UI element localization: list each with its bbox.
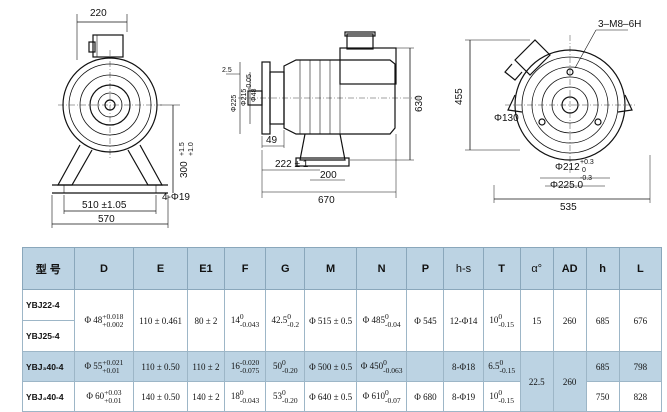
- side-view: [226, 31, 420, 198]
- cell-alpha: 22.5: [519, 351, 554, 412]
- header-n: N: [355, 247, 408, 290]
- cell-hs: 8-Φ18: [443, 351, 484, 382]
- dim-thread: 3–M8–6H: [598, 19, 641, 30]
- cell-m: Φ 500 ± 0.5: [304, 351, 357, 382]
- table-row: YBJ₄40-4 Φ 60+0.03+0.01 140 ± 0.50 140 ±…: [22, 381, 663, 412]
- dim-d215: Φ215: [241, 89, 248, 106]
- dim-small: 2.5: [222, 67, 232, 74]
- front-view: [51, 14, 180, 228]
- dim-d225-side: Φ225: [231, 95, 238, 112]
- cell-l: 676: [618, 289, 663, 352]
- cell-ad: 260: [552, 351, 587, 412]
- cell-model: YBJ₄40-4: [22, 381, 75, 412]
- cell-m: Φ 640 ± 0.5: [304, 381, 357, 412]
- rear-view: [465, 29, 651, 203]
- dim-510: 510 ±1.05: [82, 200, 127, 211]
- dim-670: 670: [318, 195, 335, 206]
- cell-e1: 140 ± 2: [186, 381, 225, 412]
- dim-570: 570: [98, 214, 115, 225]
- table-header-row: 型 号 D E E1 F G M N P h-s T α° AD h L: [22, 247, 663, 290]
- cell-l: 828: [618, 381, 663, 412]
- dim-d212: Φ212: [555, 162, 580, 173]
- dim-300-tol-upper: +1.5: [179, 142, 186, 156]
- dim-d215-tol: -0.05: [246, 74, 253, 90]
- dim-200: 200: [320, 170, 337, 181]
- cell-e1: 80 ± 2: [186, 289, 225, 352]
- cell-e: 110 ± 0.50: [133, 351, 188, 382]
- cell-h: 750: [585, 381, 620, 412]
- cell-p: Φ 680: [406, 381, 445, 412]
- header-e: E: [133, 247, 188, 290]
- header-model: 型 号: [22, 247, 75, 290]
- header-p: P: [406, 247, 445, 290]
- header-h: h: [585, 247, 620, 290]
- cell-f: 16-0.020-0.075: [223, 351, 267, 382]
- cell-m: Φ 515 ± 0.5: [304, 289, 357, 352]
- header-g: G: [265, 247, 306, 290]
- cell-l: 798: [618, 351, 663, 382]
- dim-d212-tol-lower: 0: [582, 167, 586, 174]
- dim-300: 300: [179, 161, 190, 178]
- dim-d48: Φ48: [251, 89, 258, 102]
- cell-hs: 12-Φ14: [443, 289, 484, 352]
- table-row: YBJ25-4: [22, 320, 662, 352]
- header-f: F: [223, 247, 267, 290]
- dim-222: 222 ± 1: [275, 159, 309, 170]
- cell-d: Φ 60+0.03+0.01: [73, 381, 135, 412]
- spec-table: 型 号 D E E1 F G M N P h-s T α° AD h L YBJ…: [22, 247, 663, 412]
- cell-hs: 8-Φ19: [443, 381, 484, 412]
- header-hs: h-s: [443, 247, 484, 290]
- header-l: L: [618, 247, 663, 290]
- cell-e: 110 ± 0.461: [133, 289, 188, 352]
- motor-drawing: 220 300 +1.5 +1.0 4-Φ19 510 ±1.05 570 Φ2…: [51, 8, 651, 228]
- header-ad: AD: [552, 247, 587, 290]
- cell-p: [406, 351, 445, 382]
- cell-h: 685: [585, 289, 620, 352]
- dim-455: 455: [454, 88, 465, 105]
- header-alpha: α°: [519, 247, 554, 290]
- dim-d130: Φ130: [494, 113, 519, 124]
- header-t: T: [482, 247, 521, 290]
- cell-model: YBJ25-4: [22, 320, 75, 352]
- table-row: YBJ₃40-4 Φ 55+0.021+0.01 110 ± 0.50 110 …: [22, 351, 663, 412]
- dim-630: 630: [414, 95, 425, 112]
- cell-h: 685: [585, 351, 620, 382]
- cell-model: YBJ22-4: [22, 289, 75, 321]
- dim-d225-tol: -0.3: [580, 175, 592, 182]
- cell-p: Φ 545: [406, 289, 445, 352]
- cell-ad: 260: [552, 289, 587, 352]
- dim-49: 49: [266, 135, 278, 146]
- dim-300-tol-lower: +1.0: [188, 142, 195, 156]
- header-e1: E1: [186, 247, 225, 290]
- cell-model: YBJ₃40-4: [22, 351, 75, 382]
- cell-alpha: 15: [519, 289, 554, 352]
- dim-535: 535: [560, 202, 577, 213]
- dim-d212-tol-upper: +0.3: [580, 159, 594, 166]
- cell-e1: 110 ± 2: [186, 351, 225, 382]
- header-d: D: [73, 247, 135, 290]
- dim-hole: 4-Φ19: [162, 192, 190, 203]
- dim-220: 220: [90, 8, 107, 19]
- header-m: M: [304, 247, 357, 290]
- cell-d: Φ 48+0.018+0.002: [73, 289, 135, 352]
- cell-d: Φ 55+0.021+0.01: [73, 351, 135, 382]
- dim-d225: Φ225.0: [550, 180, 583, 191]
- table-row: YBJ22-4 Φ 48+0.018+0.002 110 ± 0.461 80 …: [22, 289, 663, 352]
- cell-e: 140 ± 0.50: [133, 381, 188, 412]
